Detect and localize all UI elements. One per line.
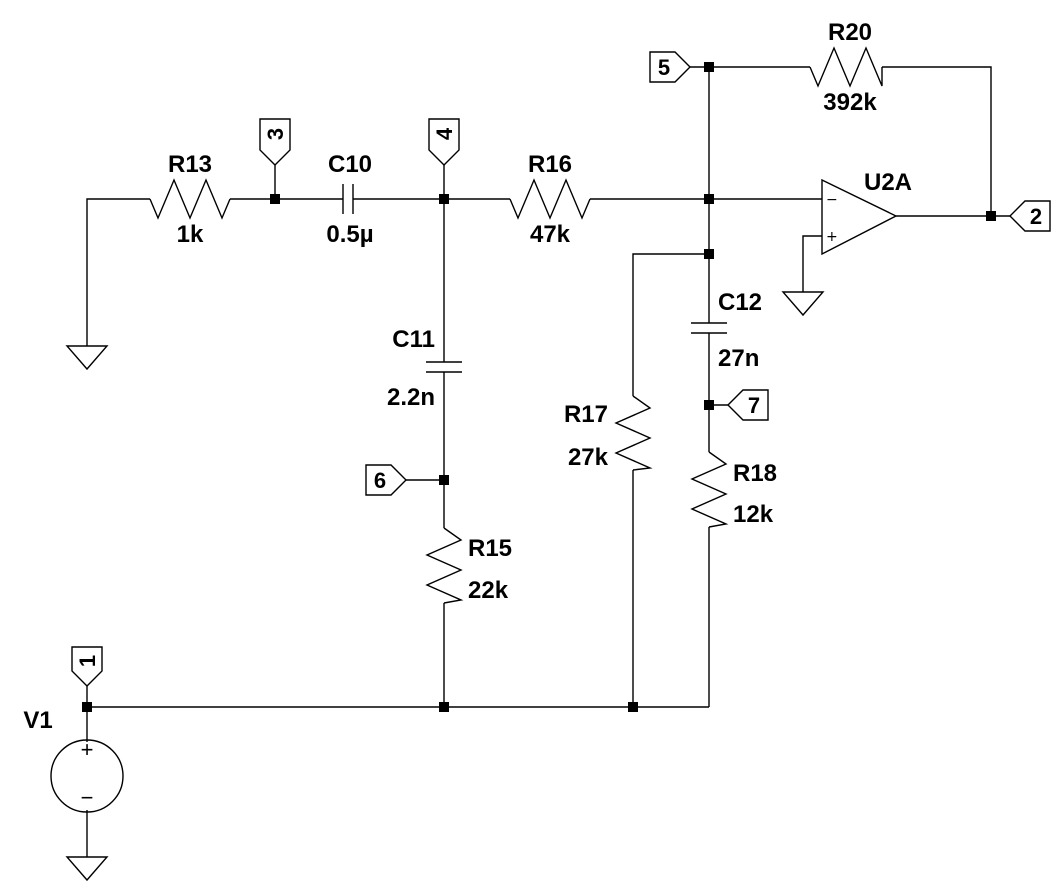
r16-ref: R16 bbox=[528, 151, 572, 178]
r20-value: 392k bbox=[823, 89, 877, 116]
net-flag-4 bbox=[428, 118, 460, 166]
r18-value: 12k bbox=[733, 501, 774, 528]
net-flag-2 bbox=[1009, 200, 1051, 232]
net-label-1: 1 bbox=[75, 655, 100, 667]
junction-dot bbox=[704, 249, 714, 259]
junction-dot bbox=[82, 702, 92, 712]
net-label-7: 7 bbox=[748, 393, 760, 418]
u2a-ref: U2A bbox=[864, 169, 912, 196]
v1-plus-sign: + bbox=[81, 737, 94, 762]
junctions bbox=[82, 62, 996, 712]
capacitor-c12: C12 27n bbox=[691, 289, 762, 372]
r15-value: 22k bbox=[468, 577, 509, 604]
net-label-2: 2 bbox=[1030, 204, 1042, 229]
c11-ref: C11 bbox=[392, 326, 435, 353]
c10-value: 0.5µ bbox=[326, 221, 373, 248]
r15-ref: R15 bbox=[468, 535, 512, 562]
c12-ref: C12 bbox=[718, 289, 762, 316]
junction-dot bbox=[628, 702, 638, 712]
ground-symbol bbox=[781, 291, 825, 317]
opamp-noninverting-sign: + bbox=[826, 229, 838, 245]
ground-symbols bbox=[65, 291, 825, 882]
resistor-r15: R15 22k bbox=[425, 527, 512, 604]
net-flag-7 bbox=[727, 389, 769, 421]
net-flag-5 bbox=[649, 51, 691, 83]
resistor-r16: R16 47k bbox=[509, 151, 591, 248]
c11-value: 2.2n bbox=[387, 384, 435, 411]
junction-dot bbox=[704, 62, 714, 72]
opamp-u2a: − + U2A bbox=[821, 169, 912, 256]
c12-value: 27n bbox=[718, 345, 759, 372]
net-label-5: 5 bbox=[658, 55, 670, 80]
r13-value: 1k bbox=[177, 221, 204, 248]
junction-dot bbox=[439, 194, 449, 204]
junction-dot bbox=[986, 211, 996, 221]
junction-dot bbox=[439, 475, 449, 485]
ground-symbol bbox=[65, 856, 109, 882]
net-label-3: 3 bbox=[263, 128, 288, 140]
net-flag-3 bbox=[259, 118, 291, 166]
r17-value: 27k bbox=[568, 444, 609, 471]
junction-dot bbox=[704, 400, 714, 410]
resistor-r20: R20 392k bbox=[809, 19, 883, 116]
v1-minus-sign: − bbox=[81, 785, 94, 810]
voltage-source-v1: + − V1 bbox=[23, 707, 124, 813]
ground-symbol bbox=[65, 345, 109, 371]
c10-ref: C10 bbox=[328, 151, 372, 178]
junction-dot bbox=[704, 194, 714, 204]
r16-value: 47k bbox=[530, 221, 571, 248]
resistor-r13: R13 1k bbox=[149, 151, 231, 248]
v1-ref: V1 bbox=[23, 707, 52, 734]
opamp-inverting-sign: − bbox=[826, 192, 838, 208]
capacitor-c10: C10 0.5µ bbox=[326, 151, 373, 248]
r18-ref: R18 bbox=[733, 460, 777, 487]
net-label-4: 4 bbox=[432, 127, 457, 140]
r13-ref: R13 bbox=[168, 151, 212, 178]
resistor-r18: R18 12k bbox=[690, 451, 777, 528]
net-flag-6 bbox=[365, 464, 407, 496]
junction-dot bbox=[270, 194, 280, 204]
r17-ref: R17 bbox=[564, 401, 608, 428]
net-flags: 3 4 5 2 7 6 1 bbox=[71, 51, 1051, 687]
capacitor-c11: C11 2.2n bbox=[387, 326, 462, 411]
r20-ref: R20 bbox=[828, 19, 872, 46]
resistor-r17: R17 27k bbox=[564, 395, 653, 471]
junction-dot bbox=[439, 702, 449, 712]
net-label-6: 6 bbox=[374, 468, 386, 493]
net-flag-1 bbox=[71, 646, 103, 687]
